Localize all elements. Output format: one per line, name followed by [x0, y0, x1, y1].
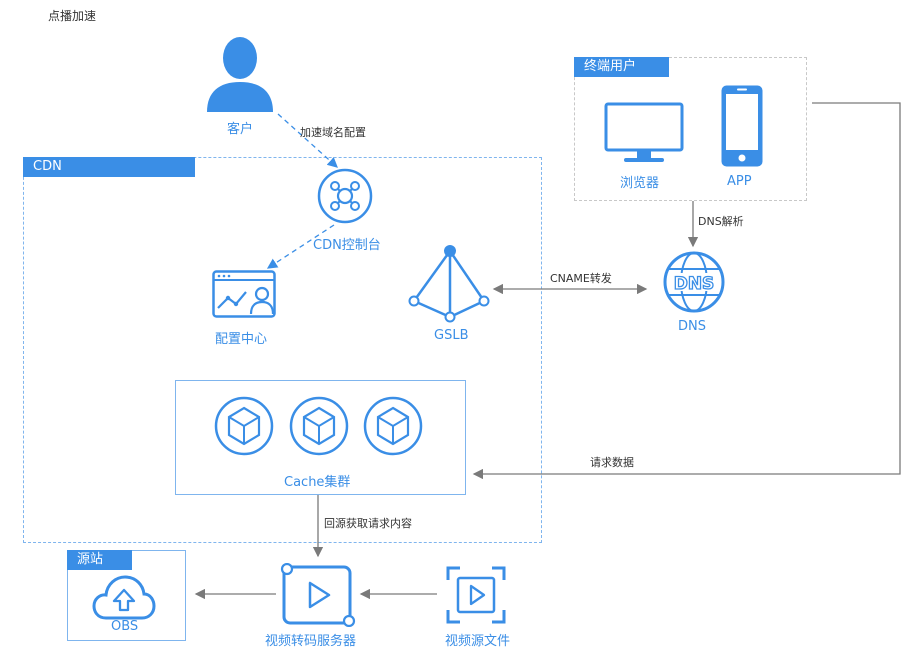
dashboard-icon[interactable]: [212, 270, 276, 318]
cube-icon[interactable]: [363, 396, 423, 456]
cdn-container: [23, 157, 542, 543]
svg-text:DNS: DNS: [674, 274, 715, 294]
obs-label: OBS: [111, 619, 139, 634]
network-hub-icon[interactable]: [317, 168, 373, 224]
cdn-console-label: CDN控制台: [313, 238, 381, 253]
cube-icon[interactable]: [289, 396, 349, 456]
config-center-label: 配置中心: [215, 332, 268, 347]
edge-domain-config: [277, 113, 338, 168]
label-request-data: 请求数据: [590, 456, 634, 469]
edge-request-data: [472, 102, 901, 480]
label-domain-config: 加速域名配置: [300, 126, 366, 139]
end-users-tag: 终端用户: [574, 57, 669, 77]
transcode-server-label: 视频转码服务器: [265, 634, 357, 649]
browser-label: 浏览器: [620, 176, 660, 191]
cube-icon[interactable]: [214, 396, 274, 456]
cdn-tag: CDN: [23, 157, 195, 177]
label-dns-resolve: DNS解析: [698, 215, 744, 228]
cache-cluster-label: Cache集群: [284, 475, 351, 490]
mobile-phone-icon[interactable]: [720, 84, 764, 168]
edge-console-config: [266, 224, 335, 269]
dns-globe-icon[interactable]: DNS: [663, 251, 725, 313]
customer-label: 客户: [227, 122, 254, 137]
end-users-container: [574, 57, 807, 201]
gslb-label: GSLB: [434, 328, 469, 343]
label-back-to-origin: 回源获取请求内容: [324, 517, 412, 530]
user-icon: [207, 37, 273, 112]
dns-label: DNS: [678, 319, 706, 334]
label-cname-forward: CNAME转发: [550, 272, 612, 285]
monitor-icon[interactable]: [604, 102, 684, 164]
app-label: APP: [727, 174, 752, 189]
page-title: 点播加速: [48, 9, 97, 23]
origin-tag: 源站: [67, 550, 132, 570]
video-source-label: 视频源文件: [445, 634, 511, 649]
video-play-icon[interactable]: [279, 563, 357, 627]
load-balancer-icon[interactable]: [404, 243, 496, 325]
cloud-upload-icon[interactable]: [92, 574, 156, 622]
cache-cluster-box: [175, 380, 466, 495]
video-file-icon[interactable]: [446, 566, 506, 624]
